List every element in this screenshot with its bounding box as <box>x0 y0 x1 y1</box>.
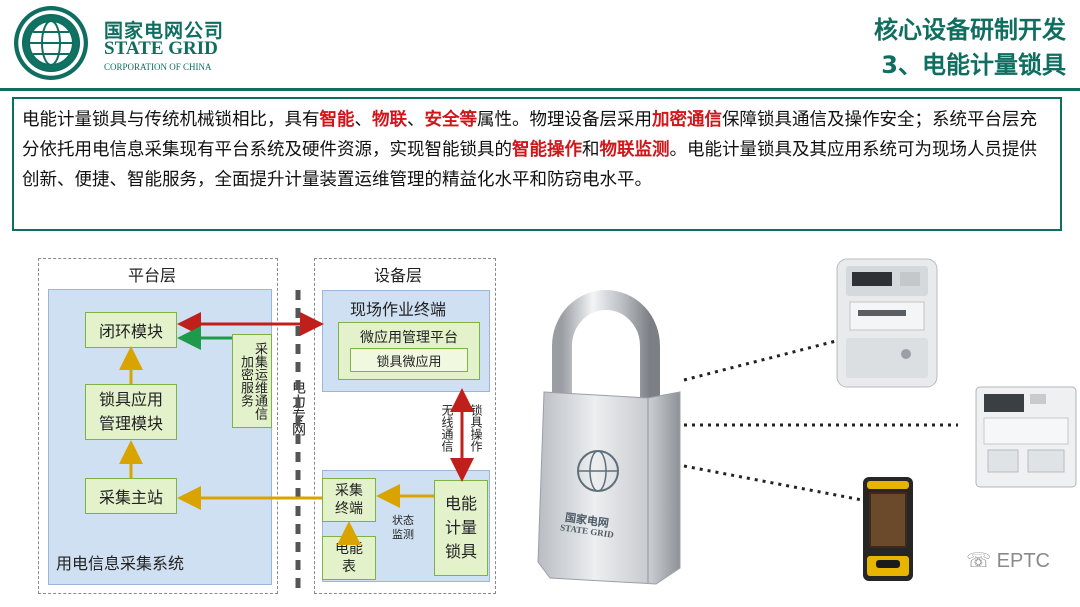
highlight-iot-monitoring: 物联监测 <box>599 140 670 160</box>
smart-meter-image <box>836 258 938 388</box>
electric-meter-label: 电能表 <box>335 541 363 575</box>
lock-micro-app: 锁具微应用 <box>350 348 468 372</box>
closed-loop-module: 闭环模块 <box>85 312 177 348</box>
master-station: 采集主站 <box>85 478 177 514</box>
intro-text: 和 <box>582 140 600 160</box>
intro-paragraph: 电能计量锁具与传统机械锁相比，具有智能、物联、安全等属性。物理设备层采用加密通信… <box>12 97 1062 231</box>
collection-service-box: 采集运维通信加密服务 <box>232 334 272 428</box>
padlock-image <box>537 290 681 585</box>
lock-operation-label: 锁具操作 <box>469 404 483 452</box>
wireless-comm-label: 无线通信 <box>440 404 454 452</box>
platform-layer-label: 平台层 <box>128 266 177 285</box>
intro-text: 、 <box>354 110 373 130</box>
intro-text: 属性。物理设备层采用 <box>477 110 652 130</box>
collection-service-label: 采集运维通信加密服务 <box>238 342 267 420</box>
logo-english-subtitle: CORPORATION OF CHINA <box>104 62 212 72</box>
highlight-smart-operation: 智能操作 <box>512 140 582 160</box>
collection-system-label: 用电信息采集系统 <box>56 554 185 573</box>
handheld-terminal-image <box>863 477 913 581</box>
eptc-watermark: ☏ EPTC <box>966 548 1050 573</box>
wechat-icon: ☏ <box>966 550 997 572</box>
collection-terminal: 采集终端 <box>322 478 376 522</box>
logo-chinese-name: 国家电网公司 <box>104 20 225 42</box>
electric-meter: 电能表 <box>322 536 376 580</box>
energy-metering-lock-label: 电能计量锁具 <box>444 494 477 561</box>
logo-english-name: STATE GRID <box>104 38 218 59</box>
status-monitoring-label: 状态监测 <box>392 514 414 541</box>
device-layer-label: 设备层 <box>374 266 423 285</box>
slide-title: 3、电能计量锁具 <box>881 51 1066 79</box>
micro-app-platform-label: 微应用管理平台 <box>360 330 458 346</box>
device-layer-frame <box>314 258 496 594</box>
intro-text: 电能计量锁具与传统机械锁相比，具有 <box>22 110 320 130</box>
slide-section-title: 核心设备研制开发 <box>874 16 1066 44</box>
watermark-text: EPTC <box>996 550 1050 572</box>
globe-icon <box>28 20 74 66</box>
platform-layer-frame <box>38 258 278 594</box>
lock-app-management-module: 锁具应用管理模块 <box>85 384 177 440</box>
highlight-smart: 智能 <box>319 110 355 130</box>
highlight-iot: 物联 <box>372 110 407 130</box>
lock-app-management-label: 锁具应用管理模块 <box>98 390 163 433</box>
intro-text: 、 <box>407 110 425 130</box>
power-network-label: 电力专网 <box>288 378 308 458</box>
collection-terminal-label: 采集终端 <box>335 483 363 517</box>
electric-meter-image <box>975 386 1077 488</box>
header-divider <box>0 88 1080 91</box>
highlight-safety: 安全等 <box>424 110 478 130</box>
energy-metering-lock: 电能计量锁具 <box>434 480 488 576</box>
intro-text: 。电能计量锁具及其应用系统可为现场人员提供创新、便捷、智能服务，全面提升计量装置… <box>22 140 1037 190</box>
intro-text: 保障锁具通信及操作安全；系统平台层充分依托用电信息采集现有平台系统及硬件资源，实… <box>22 110 1037 160</box>
field-terminal-label: 现场作业终端 <box>350 300 447 319</box>
highlight-encrypted-comm: 加密通信 <box>652 110 722 130</box>
